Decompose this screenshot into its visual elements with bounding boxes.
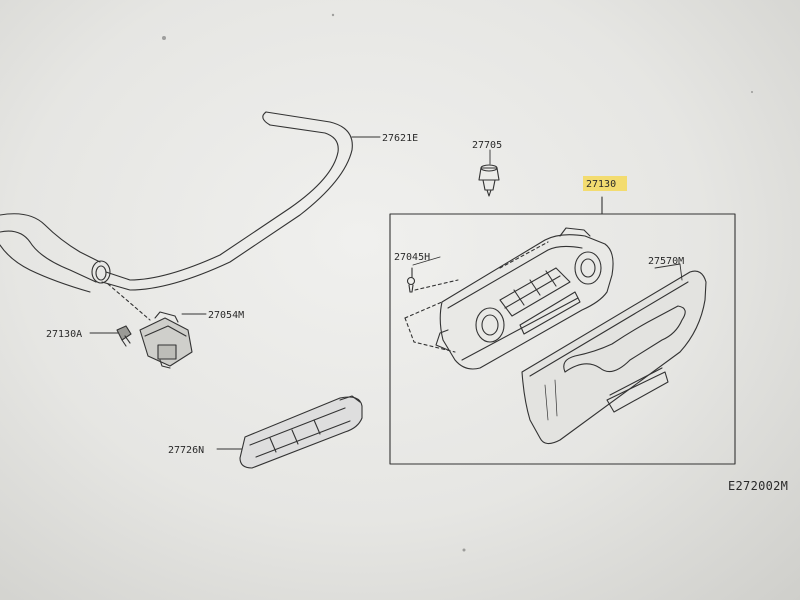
in-car-sensor [139, 311, 193, 369]
diagram-code: E272002M [728, 479, 788, 493]
part-label-27054M: 27054M [208, 310, 244, 321]
panel-finisher [521, 270, 707, 445]
part-label-27726N: 27726N [168, 445, 204, 456]
part-label-27130: 27130 [586, 179, 616, 190]
assembly-frame [389, 213, 736, 465]
part-label-27045H: 27045H [394, 252, 430, 263]
retaining-clip [478, 164, 500, 197]
ambient-sensor [116, 325, 132, 347]
aspirator-hose [0, 111, 353, 321]
part-label-27570M: 27570M [648, 256, 684, 267]
part-highlight [583, 176, 627, 191]
screen-specks [162, 13, 753, 552]
part-label-27705: 27705 [472, 140, 502, 151]
part-label-27130A: 27130A [46, 329, 82, 340]
screw [406, 267, 459, 293]
part-label-27621E: 27621E [382, 133, 418, 144]
control-panel-unit [404, 227, 614, 370]
leader-lines [89, 136, 683, 450]
mounting-bracket [239, 395, 363, 469]
